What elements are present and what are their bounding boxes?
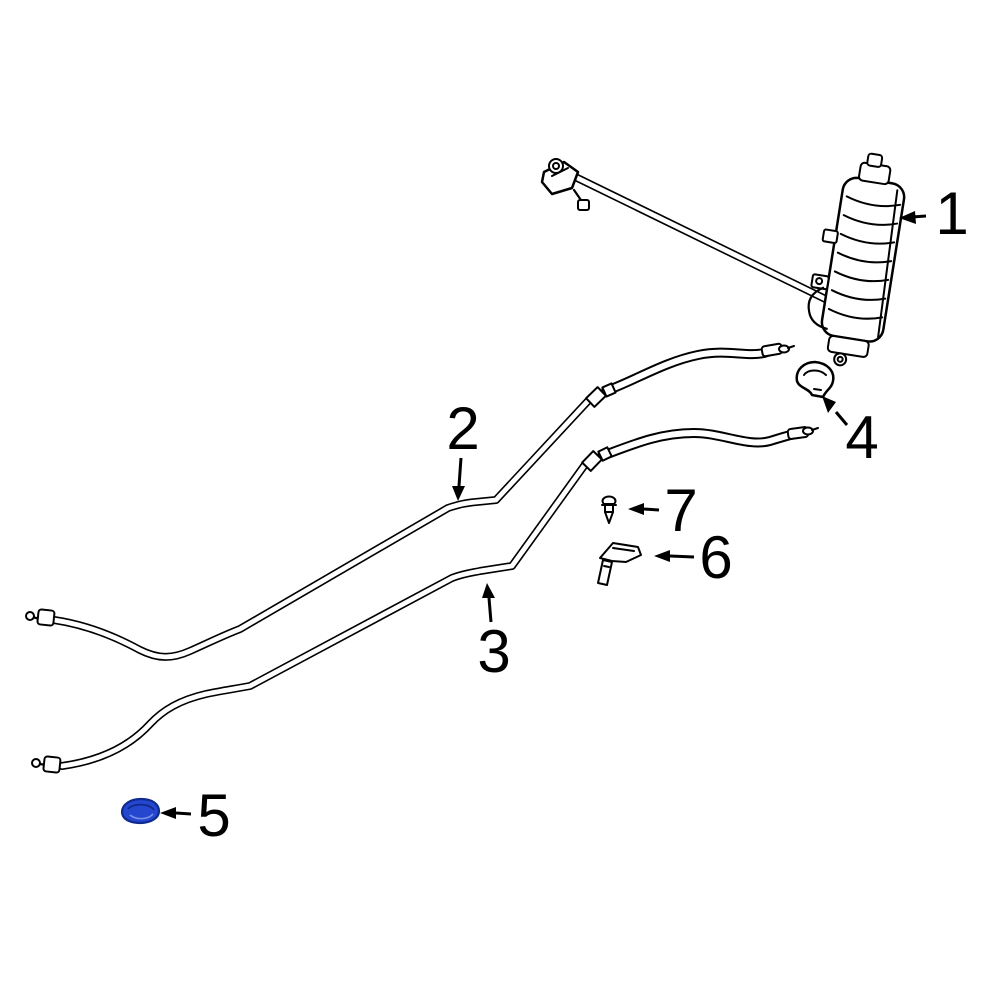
upper-hose-end-tip [778, 344, 790, 354]
upper-hose-end-stub [787, 345, 795, 349]
callout-5-number[interactable]: 5 [197, 782, 230, 849]
part-4-grommet [795, 360, 835, 399]
callout-6-arrowhead [654, 550, 670, 562]
callout-7-line [643, 507, 660, 512]
part-7-rivet [601, 495, 617, 524]
callout-5-line [175, 811, 192, 816]
callout-4-line [834, 411, 849, 426]
part-3-lower-line [31, 426, 819, 774]
lower-tube [58, 457, 596, 770]
callout-3[interactable]: 3 [477, 583, 511, 685]
bar-end-fitting [540, 158, 590, 211]
lower-hose-end-tip [802, 426, 814, 436]
part-5-clip-highlighted[interactable] [120, 797, 161, 825]
callout-4-number[interactable]: 4 [845, 404, 878, 471]
callout-4[interactable]: 4 [822, 396, 879, 471]
callout-3-arrowhead [482, 583, 495, 598]
clip-leg-line [603, 565, 610, 568]
part-2-upper-line [25, 342, 795, 661]
fitting-detail-line [551, 167, 569, 177]
callout-3-number[interactable]: 3 [477, 618, 510, 685]
callout-2-arrowhead [452, 486, 465, 501]
upper-coupling [585, 386, 607, 408]
callout-7[interactable]: 7 [628, 477, 698, 544]
bar-line-inner [560, 168, 853, 314]
callout-5-arrowhead [160, 807, 176, 819]
highlighted-clip-inner-line [127, 803, 155, 811]
grommet-inner-line [803, 369, 827, 376]
upper-coupling-collar [601, 382, 617, 398]
cooler-fin [833, 270, 890, 283]
cooler-edge-line [877, 189, 899, 338]
cooler-bottom-bolt-center [836, 355, 844, 363]
fitting-pin-block [577, 199, 590, 211]
clip-leg [597, 559, 613, 586]
lower-hose-inner [599, 429, 803, 459]
callout-6[interactable]: 6 [654, 524, 733, 591]
callout-6-number[interactable]: 6 [699, 524, 732, 591]
callout-1[interactable]: 1 [899, 180, 969, 247]
callout-4-arrowhead [822, 396, 836, 413]
cooler-fin [836, 251, 893, 264]
cooler-bottom-cap [826, 334, 870, 358]
lower-coupling [581, 450, 603, 472]
cooler-bracket-wire [807, 286, 828, 330]
upper-left-pin [25, 611, 35, 621]
callout-7-number[interactable]: 7 [664, 477, 697, 544]
callout-1-number[interactable]: 1 [935, 180, 968, 247]
callout-2-number[interactable]: 2 [446, 395, 479, 462]
callout-1-arrowhead [899, 211, 916, 224]
part-1-cooler-assembly [540, 152, 906, 367]
upper-left-fitting [36, 608, 56, 627]
cooler-fin [827, 307, 884, 320]
lower-hose-end-stub [811, 427, 819, 431]
cooler-body [807, 152, 906, 367]
grommet-notch-line [813, 388, 822, 391]
grommet-body [795, 360, 835, 399]
callout-2[interactable]: 2 [446, 395, 480, 501]
callout-7-arrowhead [628, 503, 644, 515]
cooler-top-nub [866, 152, 884, 168]
clip-arm [599, 542, 642, 563]
lower-coupling-collar [597, 446, 613, 462]
clip-arm-line [612, 547, 635, 552]
lower-tube-inner [59, 458, 595, 769]
callout-6-line [669, 554, 695, 559]
highlighted-clip-sheen [129, 813, 154, 820]
lower-left-fitting [42, 755, 62, 774]
upper-tube [50, 392, 600, 661]
upper-tube-inner [51, 393, 599, 660]
callout-2-line [457, 457, 463, 487]
cooler-left-tab [821, 228, 839, 245]
callout-5[interactable]: 5 [160, 782, 231, 849]
mounting-bar [559, 167, 854, 315]
callout-3-line [487, 597, 493, 623]
rivet-prong [604, 511, 614, 524]
cooler-fin [830, 289, 887, 301]
part-6-clip [597, 542, 642, 586]
lower-left-pin [31, 758, 41, 768]
fitting-bolt-center [552, 162, 560, 170]
cooler-bracket-bolt [815, 277, 824, 286]
